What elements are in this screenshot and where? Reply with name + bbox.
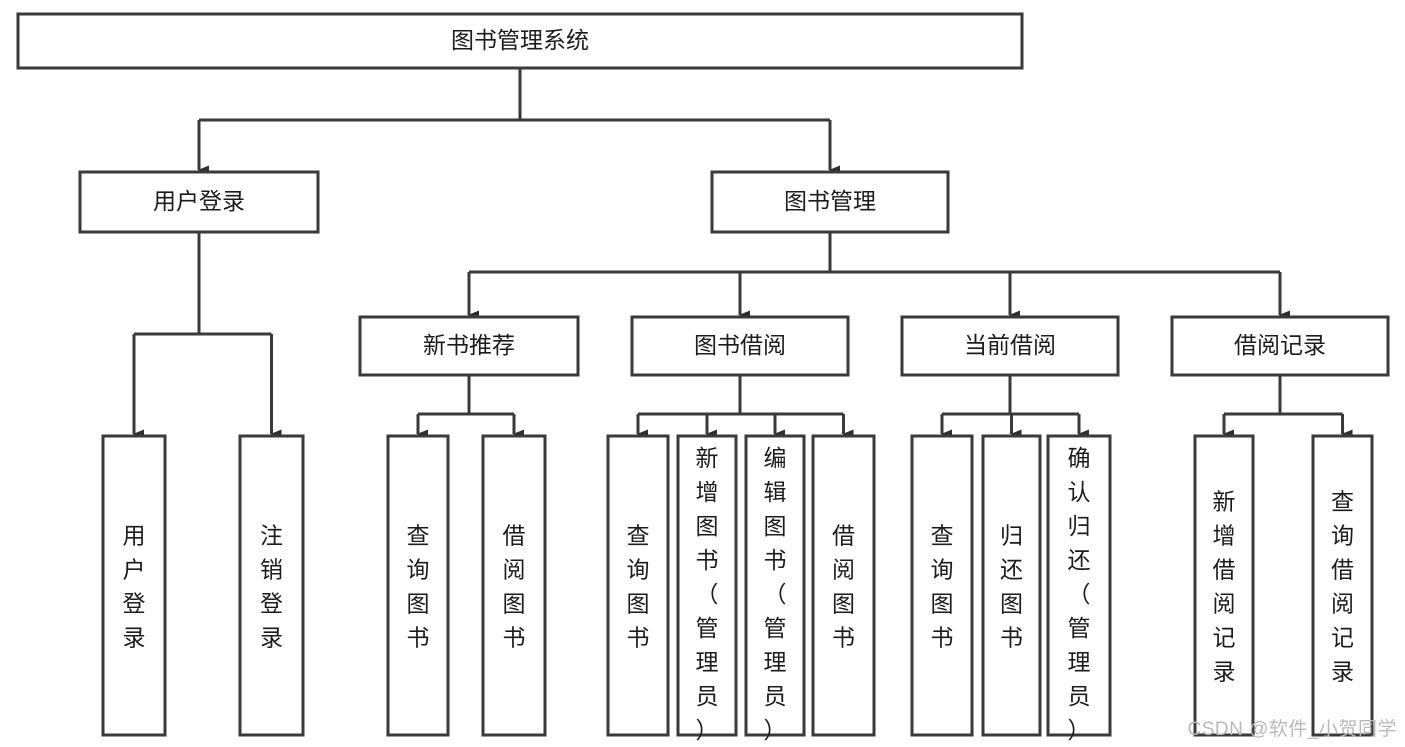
node-box-user-login-leaf: [101, 434, 167, 737]
node-new-book-recommend[interactable]: 新书推荐: [358, 315, 580, 377]
node-edit-book-admin[interactable]: 编辑图书（管理员）: [744, 434, 806, 743]
node-label-add-borrow-record: 新增借阅记录: [1213, 489, 1236, 685]
node-label-borrow-book-1: 借阅图书: [503, 523, 526, 651]
node-label-edit-book-admin: 编辑图书（管理员）: [764, 445, 787, 743]
node-label-current-borrow: 当前借阅: [964, 332, 1056, 358]
connector-layer: [132, 68, 1353, 439]
node-label-confirm-return-admin: 确认归还（管理员）: [1068, 445, 1091, 743]
node-label-user-logout-leaf: 注销登录: [260, 523, 283, 651]
node-label-add-book-admin: 新增图书（管理员）: [696, 445, 719, 743]
csdn-watermark: CSDN @软件_小贺同学: [1187, 719, 1397, 740]
node-label-user-login-leaf: 用户登录: [123, 523, 146, 651]
node-box-root: [16, 12, 1024, 70]
node-box-user-logout-leaf: [238, 434, 305, 737]
node-box-query-book-1: [386, 434, 450, 737]
node-box-user-login: [78, 170, 320, 234]
node-box-borrow-records: [1170, 315, 1390, 377]
node-box-query-borrow-record: [1311, 434, 1374, 737]
node-book-manage[interactable]: 图书管理: [710, 170, 950, 234]
node-box-add-book-admin: [676, 434, 738, 737]
node-label-borrow-records: 借阅记录: [1234, 332, 1326, 358]
node-user-login[interactable]: 用户登录: [78, 170, 320, 234]
node-return-book[interactable]: 归还图书: [981, 434, 1042, 737]
node-box-borrow-book-1: [481, 434, 547, 737]
node-box-book-manage: [710, 170, 950, 234]
node-root[interactable]: 图书管理系统: [16, 12, 1024, 70]
node-label-query-borrow-record: 查询借阅记录: [1331, 489, 1354, 685]
node-borrow-book-1[interactable]: 借阅图书: [481, 434, 547, 737]
node-user-login-leaf[interactable]: 用户登录: [101, 434, 167, 737]
node-label-borrow-book-2: 借阅图书: [832, 523, 855, 651]
node-box-query-book-3: [910, 434, 974, 737]
node-borrow-book-2[interactable]: 借阅图书: [811, 434, 876, 737]
node-query-book-2[interactable]: 查询图书: [606, 434, 670, 737]
node-box-new-book-recommend: [358, 315, 580, 377]
node-label-query-book-3: 查询图书: [931, 523, 954, 651]
node-box-query-book-2: [606, 434, 670, 737]
node-box-borrow-book-2: [811, 434, 876, 737]
node-box-current-borrow: [900, 315, 1120, 377]
node-label-user-login: 用户登录: [153, 188, 245, 214]
node-layer: 图书管理系统用户登录用户登录注销登录图书管理新书推荐查询图书借阅图书图书借阅查询…: [16, 12, 1390, 743]
node-box-edit-book-admin: [744, 434, 806, 737]
node-label-query-book-2: 查询图书: [627, 523, 650, 651]
node-label-new-book-recommend: 新书推荐: [423, 332, 515, 358]
node-label-book-borrow: 图书借阅: [694, 332, 786, 358]
node-user-logout-leaf[interactable]: 注销登录: [238, 434, 305, 737]
node-current-borrow[interactable]: 当前借阅: [900, 315, 1120, 377]
node-add-book-admin[interactable]: 新增图书（管理员）: [676, 434, 738, 743]
node-query-borrow-record[interactable]: 查询借阅记录: [1311, 434, 1374, 737]
node-box-confirm-return-admin: [1046, 434, 1112, 737]
node-box-book-borrow: [630, 315, 850, 377]
node-label-return-book: 归还图书: [1000, 523, 1023, 651]
node-label-root: 图书管理系统: [451, 27, 589, 53]
node-label-query-book-1: 查询图书: [407, 523, 430, 651]
node-box-add-borrow-record: [1193, 434, 1255, 737]
node-borrow-records[interactable]: 借阅记录: [1170, 315, 1390, 377]
node-query-book-3[interactable]: 查询图书: [910, 434, 974, 737]
node-query-book-1[interactable]: 查询图书: [386, 434, 450, 737]
node-book-borrow[interactable]: 图书借阅: [630, 315, 850, 377]
node-confirm-return-admin[interactable]: 确认归还（管理员）: [1046, 434, 1112, 743]
node-add-borrow-record[interactable]: 新增借阅记录: [1193, 434, 1255, 737]
node-box-return-book: [981, 434, 1042, 737]
node-label-book-manage: 图书管理: [784, 188, 876, 214]
